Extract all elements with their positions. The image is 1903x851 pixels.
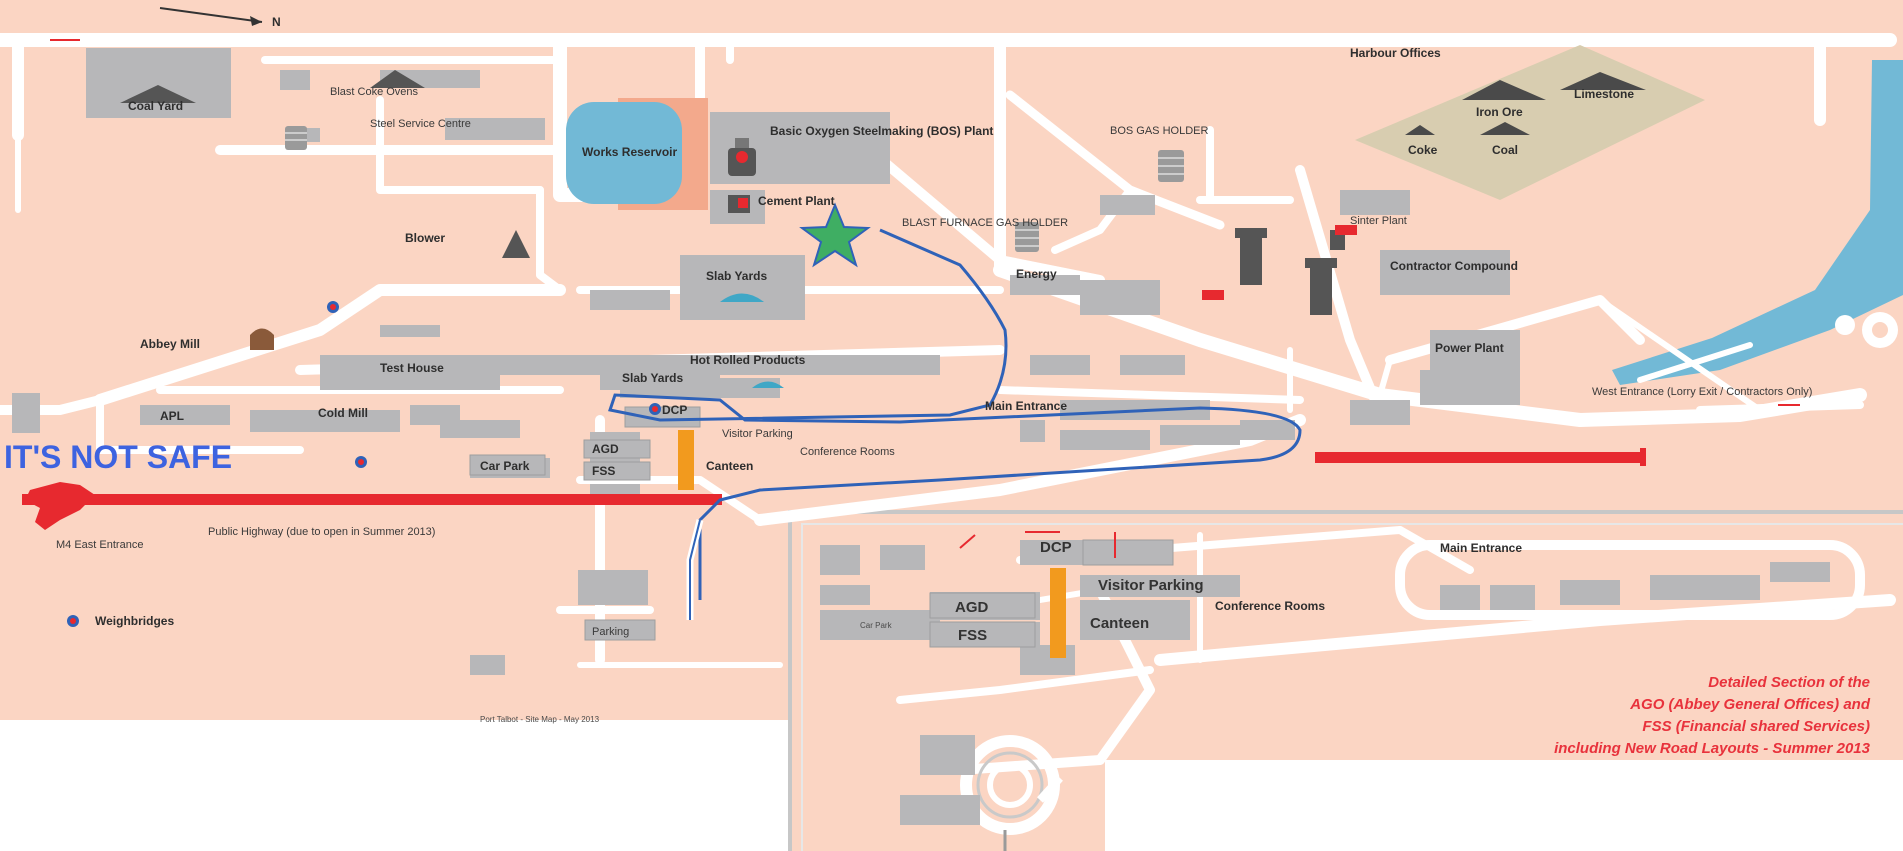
bos-gas-holder-label: BOS GAS HOLDER [1110, 125, 1208, 137]
detail-caption-line-2: AGO (Abbey General Offices) and [1629, 696, 1871, 713]
detail-panel-border-inner [801, 523, 1903, 851]
north-label: N [272, 15, 281, 29]
slab-yard-icon-1 [720, 293, 764, 302]
car-park-label: Car Park [480, 459, 530, 473]
steel-service-centre-label: Steel Service Centre [370, 118, 471, 130]
footer-label: Port Talbot - Site Map - May 2013 [480, 715, 600, 724]
energy-label: Energy [1016, 267, 1057, 281]
coke-label: Coke [1408, 143, 1438, 157]
blower-label: Blower [405, 231, 445, 245]
detail-caption-line-1: Detailed Section of the [1708, 674, 1870, 691]
car-park-detail-label: Car Park [860, 621, 893, 630]
contractor-compound-label: Contractor Compound [1390, 259, 1518, 273]
harbour-offices-label: Harbour Offices [1350, 46, 1441, 60]
north-arrow-icon [159, 7, 263, 23]
east-closed-road-bar [1315, 452, 1645, 463]
coal-yard-label: Coal Yard [128, 99, 183, 113]
power-plant-label: Power Plant [1435, 341, 1504, 355]
weighbridge-marker-dot-3 [358, 459, 364, 465]
slab-yards-label-2: Slab Yards [622, 371, 683, 385]
visitor-parking-detail-label: Visitor Parking [1098, 577, 1204, 594]
north-arrow-head-icon [250, 16, 262, 26]
conference-rooms-detail-label: Conference Rooms [1215, 599, 1325, 613]
coal-yard-icon [120, 85, 196, 103]
coal-label: Coal [1492, 143, 1518, 157]
direction-arrows [50, 39, 1800, 558]
gas-holder-stripes [285, 132, 1184, 247]
abbey-mill-label: Abbey Mill [140, 337, 200, 351]
detail-access-loop [1395, 540, 1865, 620]
iron-ore-label: Iron Ore [1476, 105, 1523, 119]
cement-plant-icon [728, 195, 750, 213]
abbey-mill-icon [250, 328, 274, 350]
canteen-detail-label: Canteen [1090, 615, 1149, 632]
public-highway-label: Public Highway (due to open in Summer 20… [208, 526, 435, 538]
visitor-parking-label: Visitor Parking [722, 428, 793, 440]
agd-highlight-strip [678, 430, 694, 490]
sinter-plant-label: Sinter Plant [1350, 215, 1407, 227]
coke-ovens-label: Blast Coke Ovens [330, 86, 419, 98]
m4-east-entrance-label: M4 East Entrance [56, 539, 143, 551]
coke-ovens-icon [370, 70, 425, 88]
fss-detail-label: FSS [958, 627, 987, 644]
ladle-icon [728, 138, 756, 176]
parking-label: Parking [592, 626, 629, 638]
detail-caption-line-4: including New Road Layouts - Summer 2013 [1554, 740, 1871, 757]
public-highway-bar [22, 494, 722, 505]
canteen-label: Canteen [706, 459, 753, 473]
harbour-water [1612, 60, 1903, 385]
weighbridges-label: Weighbridges [95, 614, 174, 628]
main-entrance-detail-label: Main Entrance [1440, 541, 1522, 555]
apl-label: APL [160, 409, 184, 423]
dcp-detail-label: DCP [1040, 539, 1072, 556]
conference-rooms-label: Conference Rooms [800, 446, 895, 458]
warning-text: IT'S NOT SAFE [4, 439, 232, 475]
bos-plant-label: Basic Oxygen Steelmaking (BOS) Plant [770, 124, 993, 138]
hot-rolled-products-label: Hot Rolled Products [690, 353, 806, 367]
works-reservoir-water [566, 102, 682, 204]
detail-caption-line-3: FSS (Financial shared Services) [1642, 718, 1870, 735]
vehicle-icon [25, 482, 95, 530]
route-line-lower-blue [689, 519, 701, 620]
cement-plant-label: Cement Plant [758, 194, 835, 208]
cold-mill-label: Cold Mill [318, 406, 368, 420]
weighbridge-marker-dot [330, 304, 336, 310]
agd-highlight-detail [1050, 568, 1066, 658]
detail-roundabout-ring [976, 751, 1044, 819]
weighbridge-marker-dot-2 [652, 406, 658, 412]
slab-yards-label-1: Slab Yards [706, 269, 767, 283]
fss-label: FSS [592, 464, 615, 478]
east-closed-road-edge [1640, 448, 1646, 466]
red-markers [1202, 225, 1357, 300]
roundabout-east-island [1872, 322, 1888, 338]
labelled-blocks [469, 406, 1174, 648]
bf-gas-holder-label: BLAST FURNACE GAS HOLDER [902, 217, 1068, 229]
agd-detail-label: AGD [955, 599, 989, 616]
location-star-icon [799, 202, 871, 268]
limestone-label: Limestone [1574, 87, 1634, 101]
roundabout-east-small [1835, 315, 1855, 335]
blast-furnace-icons [1235, 228, 1345, 315]
route-line [608, 228, 1302, 600]
stockpiles [1405, 72, 1646, 135]
weighbridge-legend-dot [70, 618, 76, 624]
works-reservoir-label: Works Reservoir [582, 145, 677, 159]
test-house-label: Test House [380, 361, 444, 375]
main-entrance-label: Main Entrance [985, 399, 1067, 413]
agd-label: AGD [592, 442, 619, 456]
blower-icon [502, 230, 530, 258]
slab-yard-icon-2 [752, 381, 784, 388]
dcp-label: DCP [662, 403, 687, 417]
west-entrance-label: West Entrance (Lorry Exit / Contractors … [1592, 386, 1812, 398]
detail-roundabout-inner [987, 762, 1033, 808]
detail-roundabout-arrow [1037, 775, 1063, 803]
